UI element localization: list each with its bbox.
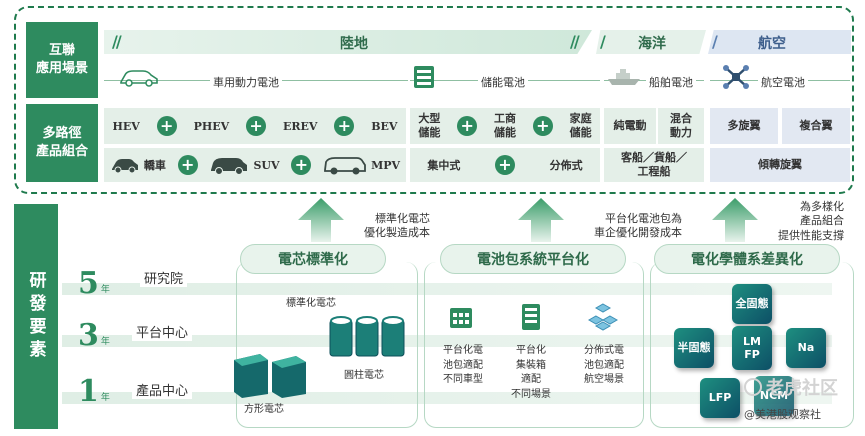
air-tiltrotor: 傾轉旋翼 xyxy=(710,148,850,182)
pillar-title-cell: 電芯標準化 xyxy=(240,244,386,274)
sea-band xyxy=(596,30,706,54)
platform-pack-icon xyxy=(448,304,474,330)
plus-icon: + xyxy=(246,116,267,136)
air-band xyxy=(708,30,851,54)
powertrain-bev: BEV xyxy=(371,119,398,133)
storage-commercial: 工商 儲能 xyxy=(493,111,516,139)
pack-caption-vehicle: 平台化電 池包適配 不同車型 xyxy=(443,345,483,385)
plus-icon: + xyxy=(494,155,515,175)
powertrain-erev: EREV xyxy=(282,119,318,133)
level-number: 1 xyxy=(78,374,99,409)
band-land-label: 陸地 xyxy=(340,36,368,52)
distributed-pack-icon xyxy=(587,302,619,332)
storage-large: 大型 儲能 xyxy=(418,111,441,139)
watermark: 老虎社区 xyxy=(744,374,838,400)
watermark-text: 老虎社区 xyxy=(766,378,838,399)
level-name: 平台中心 xyxy=(132,322,193,341)
storage-type-row xyxy=(410,108,600,144)
level-name: 產品中心 xyxy=(132,380,193,399)
band-sea-label: 海洋 xyxy=(638,36,666,52)
plus-icon: + xyxy=(177,155,198,175)
tiger-logo-icon xyxy=(744,378,762,396)
storage-cabinet-icon xyxy=(412,64,436,90)
cylinder-cells-icon xyxy=(326,314,410,360)
up-arrow-icon xyxy=(710,196,760,244)
pack-caption-aviation: 分佈式電 池包適配 航空場景 xyxy=(584,345,624,385)
powertrain-hev: HEV xyxy=(112,119,140,133)
level-unit: 年 xyxy=(100,285,110,295)
level-band xyxy=(62,283,832,295)
storage-centralized: 集中式 xyxy=(427,159,461,172)
vehicle-body-row xyxy=(104,148,406,182)
cylinder-cell-label: 圓柱電芯 xyxy=(344,370,384,381)
pillar-note-pack: 平台化電池包為 車企優化開發成本 xyxy=(594,212,682,240)
storage-home: 家庭 儲能 xyxy=(569,111,592,139)
up-arrow-icon xyxy=(516,196,566,244)
chem-lmfp: LM FP xyxy=(732,326,772,370)
band-air-label: 航空 xyxy=(758,36,786,52)
level-number: 3 xyxy=(78,318,99,353)
level-number: 5 xyxy=(78,266,99,301)
pillar-frame xyxy=(424,262,644,428)
pillar-frame xyxy=(650,262,854,428)
plus-icon: + xyxy=(532,116,553,136)
plus-icon: + xyxy=(457,116,478,136)
chem-na: Na xyxy=(786,328,826,368)
pillar-title-pack: 電池包系統平台化 xyxy=(440,244,626,274)
standard-cell-label: 標準化電芯 xyxy=(286,298,336,309)
level-3: 3 年 xyxy=(78,318,110,353)
suv-icon xyxy=(211,158,248,175)
application-scenario-label: 互聯 應用場景 xyxy=(26,22,98,98)
slash-decoration: / xyxy=(712,32,718,51)
storage-distributed: 分佈式 xyxy=(549,159,583,172)
drone-icon xyxy=(722,64,750,90)
up-arrow-icon xyxy=(296,196,346,244)
powertrain-phev: PHEV xyxy=(193,119,230,133)
land-band xyxy=(104,30,592,54)
level-5: 5 年 xyxy=(78,266,110,301)
slash-decoration: // xyxy=(112,32,122,51)
slash-decoration: / xyxy=(600,32,606,51)
application-frame xyxy=(14,6,854,194)
plus-icon: + xyxy=(156,116,177,136)
air-multirotor: 多旋翼 xyxy=(710,108,778,144)
sub-vehicle-battery: 車用動力電池 xyxy=(210,74,282,90)
pillar-note-cell: 標準化電芯 優化製造成本 xyxy=(364,212,430,240)
ship-hybrid: 混合 動力 xyxy=(658,108,704,144)
chem-all-solid: 全固態 xyxy=(732,284,772,324)
plus-icon: + xyxy=(334,116,355,136)
pack-caption-container: 平台化 集裝箱 適配 不同場景 xyxy=(511,345,551,400)
sub-storage-battery: 儲能電池 xyxy=(478,74,528,90)
level-unit: 年 xyxy=(100,393,110,403)
watermark-handle: @美港股观察社 xyxy=(744,408,821,421)
ship-pure-electric: 純電動 xyxy=(604,108,656,144)
body-suv: SUV xyxy=(253,158,280,172)
container-icon xyxy=(520,302,542,332)
sub-ship-battery: 船舶電池 xyxy=(646,74,696,90)
rd-elements-label: 研發要素 xyxy=(14,204,58,429)
chem-lfp: LFP xyxy=(700,378,740,418)
car-icon xyxy=(118,66,160,88)
prismatic-cell-label: 方形電芯 xyxy=(244,404,284,415)
pillar-title-chem: 電化學體系差異化 xyxy=(654,244,840,274)
slash-decoration: // xyxy=(570,32,580,51)
body-sedan: 轎車 xyxy=(143,159,166,172)
ship-icon xyxy=(606,68,642,86)
body-mpv: MPV xyxy=(371,158,401,172)
pillar-frame xyxy=(236,262,418,428)
sedan-icon xyxy=(111,159,138,174)
ship-types: 客船／貨船／ 工程船 xyxy=(604,148,704,182)
plus-icon: + xyxy=(291,155,312,175)
level-name: 研究院 xyxy=(140,268,188,287)
air-compound-wing: 複合翼 xyxy=(782,108,850,144)
level-band xyxy=(62,335,832,347)
sub-aviation-battery: 航空電池 xyxy=(758,74,808,90)
product-portfolio-label: 多路徑 產品組合 xyxy=(26,104,98,182)
pillar-note-chem: 為多樣化 產品組合 提供性能支撐 xyxy=(778,200,844,242)
mpv-icon xyxy=(324,157,366,175)
prismatic-cells-icon xyxy=(230,350,312,400)
chem-semi-solid: 半固態 xyxy=(674,328,714,368)
level-unit: 年 xyxy=(100,337,110,347)
level-1: 1 年 xyxy=(78,374,110,409)
